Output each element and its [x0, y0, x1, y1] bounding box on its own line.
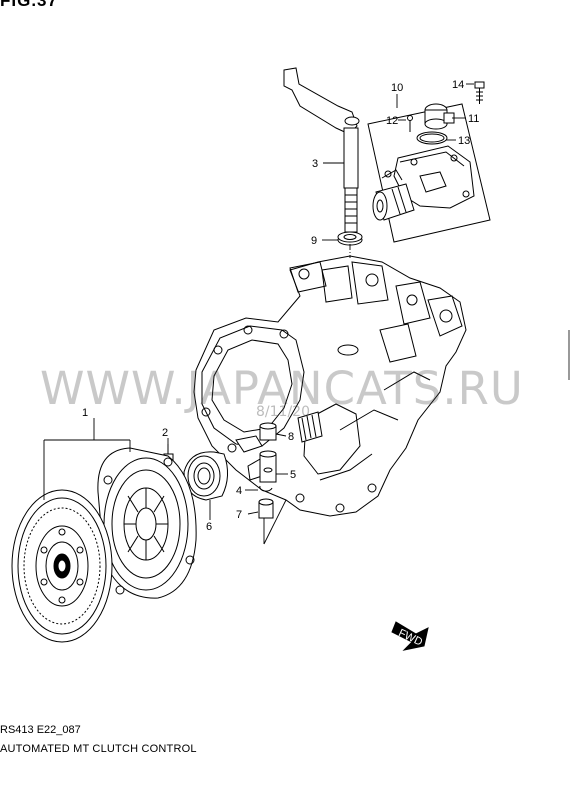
callout-1: 1 [82, 407, 88, 419]
callout-12: 12 [386, 115, 398, 127]
date-stamp: 8/11/20 [256, 404, 310, 420]
callout-14: 14 [452, 79, 464, 91]
callout-10: 10 [391, 82, 403, 94]
figure-code: RS413 E22_087 [0, 724, 81, 736]
leader-lines [43, 83, 474, 545]
shift-shaft [283, 67, 360, 233]
callout-9: 9 [311, 235, 317, 247]
callout-2: 2 [162, 427, 168, 439]
callout-3: 3 [312, 158, 318, 170]
actuator-box [367, 103, 491, 243]
figure-title: FIG.37 [0, 0, 58, 10]
callout-13: 13 [458, 135, 470, 147]
callout-5: 5 [290, 469, 296, 481]
callout-6: 6 [206, 521, 212, 533]
oil-seal [337, 231, 363, 246]
callout-11: 11 [468, 113, 479, 125]
callout-8: 8 [288, 431, 294, 443]
callout-4: 4 [236, 485, 242, 497]
bolt [474, 81, 485, 104]
clutch-cover [97, 447, 197, 599]
fwd-arrow-icon: FWD [391, 621, 429, 651]
figure-description: AUTOMATED MT CLUTCH CONTROL [0, 743, 197, 755]
release-bearing [183, 451, 228, 501]
clutch-disc [11, 489, 113, 643]
shift-fork-parts [235, 422, 277, 519]
callout-7: 7 [236, 509, 242, 521]
watermark-text: WWW.JAPANCATS.RU [40, 362, 524, 415]
callout-labels: 1 2 3 4 5 6 7 8 9 10 11 12 13 14 [82, 79, 479, 533]
transmission-case [193, 255, 467, 517]
